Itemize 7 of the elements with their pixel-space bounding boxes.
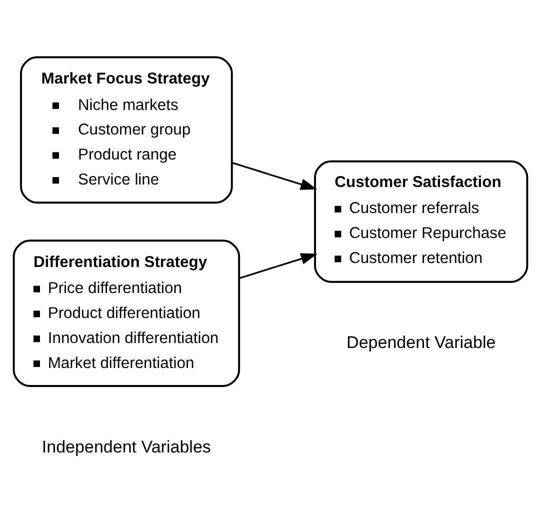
node-box: Market Focus Strategy Niche markets Customer group Product range Service line: [20, 56, 233, 204]
node-box: Customer Satisfaction Customer referrals Customer Repurchase Customer retention: [314, 160, 528, 283]
node-box: Differentiation Strategy Price differentiation Product differentiation Innovation differentiation Market differentiation: [12, 240, 240, 387]
arrow: [239, 253, 318, 280]
label: Dependent Variable: [346, 332, 496, 352]
label: Independent Variables: [42, 438, 211, 457]
arrow: [232, 162, 318, 190]
